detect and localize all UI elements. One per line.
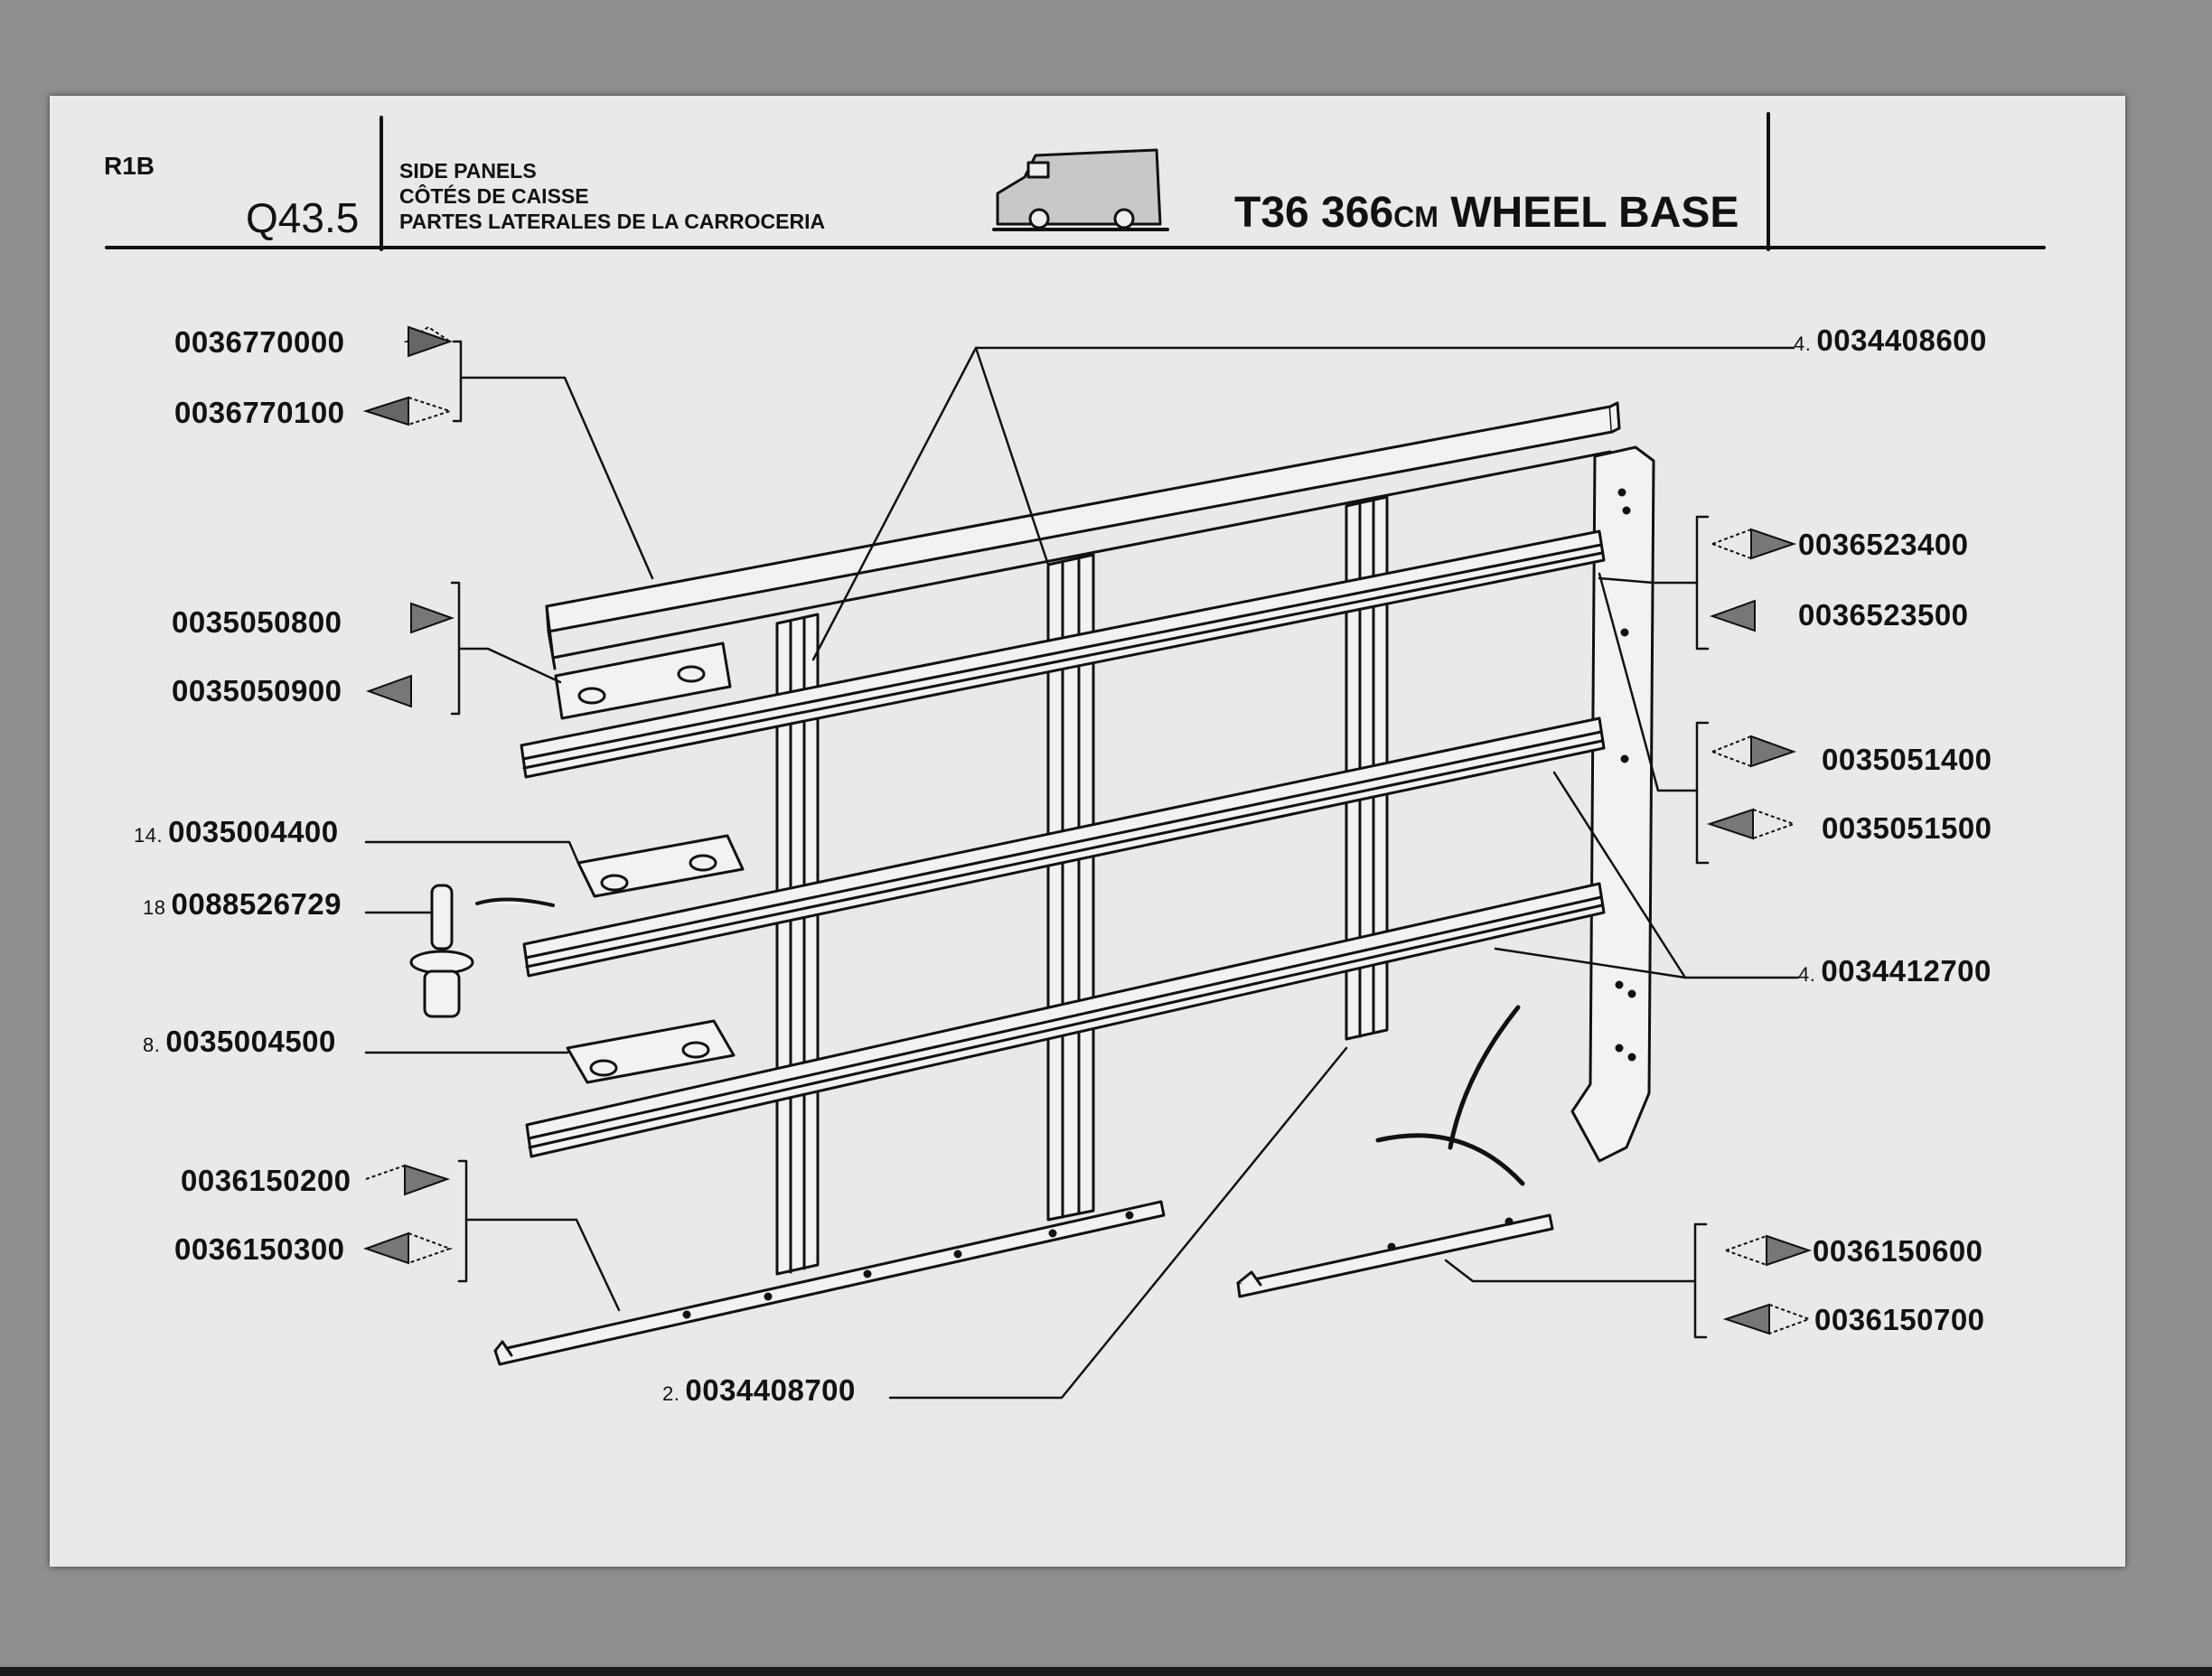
rear-sill-piece — [1236, 1213, 1554, 1298]
part-code: 0035050800 — [172, 605, 342, 639]
rear-pillar — [1570, 445, 1655, 1163]
triangle-left-icon — [362, 396, 454, 426]
part-index: 4. — [1798, 963, 1816, 986]
bracket-top — [554, 641, 732, 720]
part-code: 0034408700 — [685, 1373, 856, 1407]
title-spanish: PARTES LATERALES DE LA CARROCERIA — [399, 210, 826, 233]
part-index: 18 — [143, 896, 166, 919]
part-label: 4.0034412700 — [1798, 956, 1992, 986]
part-code: 0035051500 — [1822, 811, 1992, 845]
part-code: 0035051400 — [1822, 743, 1992, 776]
triangle-right-icon — [1711, 735, 1797, 768]
part-code: 0088526729 — [171, 887, 342, 921]
part-index: 8. — [143, 1034, 161, 1056]
part-code: 0035004400 — [168, 815, 339, 848]
part-index: 4. — [1794, 332, 1812, 355]
triangle-right-icon — [365, 1164, 451, 1196]
triangle-right-icon — [1711, 528, 1797, 560]
horizontal-rail-2 — [522, 716, 1606, 978]
bottom-sill — [493, 1200, 1166, 1366]
model-prefix: T36 366 — [1234, 189, 1394, 237]
horizontal-rail-3 — [525, 882, 1606, 1158]
part-code: 0035004500 — [165, 1025, 336, 1058]
part-code: 0036770100 — [174, 396, 345, 429]
section-code: R1B — [104, 152, 155, 180]
triangle-left-icon — [1706, 808, 1796, 840]
page-code: Q43.5 — [246, 194, 360, 241]
model-title: T36 366CM WHEEL BASE — [1234, 192, 1739, 235]
part-code: 0036150300 — [174, 1232, 345, 1266]
title-english: SIDE PANELS — [399, 159, 537, 183]
leader-lines — [364, 340, 1800, 1400]
triangle-right-icon — [1725, 1234, 1813, 1267]
triangle-left-icon — [1722, 1303, 1812, 1335]
part-index: 2. — [662, 1382, 680, 1405]
top-rail — [545, 401, 1621, 670]
part-code: 0036523500 — [1798, 598, 1969, 632]
triangle-left-icon — [362, 1231, 453, 1265]
title-french: CÔTÉS DE CAISSE — [399, 184, 589, 208]
part-code: 0036150200 — [181, 1164, 351, 1197]
van-icon — [992, 148, 1169, 231]
part-label: 8.0035004500 — [143, 1026, 336, 1056]
model-suffix: WHEEL BASE — [1450, 189, 1739, 237]
part-code: 0035050900 — [172, 674, 342, 707]
part-code: 0036770000 — [174, 325, 345, 359]
horizontal-rail-1 — [520, 529, 1606, 779]
part-code: 0034412700 — [1821, 954, 1992, 988]
part-code: 0036523400 — [1798, 528, 1969, 561]
model-unit: CM — [1393, 201, 1439, 233]
bracket-middle — [576, 834, 745, 898]
triangle-left-icon — [366, 674, 412, 708]
bracket-lower — [566, 1019, 736, 1084]
part-label: 14.0035004400 — [134, 817, 339, 847]
part-code: 0034408600 — [1816, 323, 1987, 357]
scan-border — [0, 1667, 2212, 1676]
part-index: 14. — [134, 824, 164, 847]
triangle-left-icon — [1709, 599, 1756, 632]
part-label: 4.0034408600 — [1794, 325, 1987, 355]
rivet — [409, 884, 555, 1018]
cut-line-1 — [1448, 1005, 1521, 1150]
cut-line-2 — [1375, 1133, 1525, 1186]
triangle-right-icon — [410, 602, 455, 634]
part-code: 0036150700 — [1814, 1303, 1985, 1336]
part-label: 2.0034408700 — [662, 1375, 856, 1405]
part-code: 0036150600 — [1813, 1234, 1983, 1268]
triangle-right-icon — [403, 325, 454, 358]
